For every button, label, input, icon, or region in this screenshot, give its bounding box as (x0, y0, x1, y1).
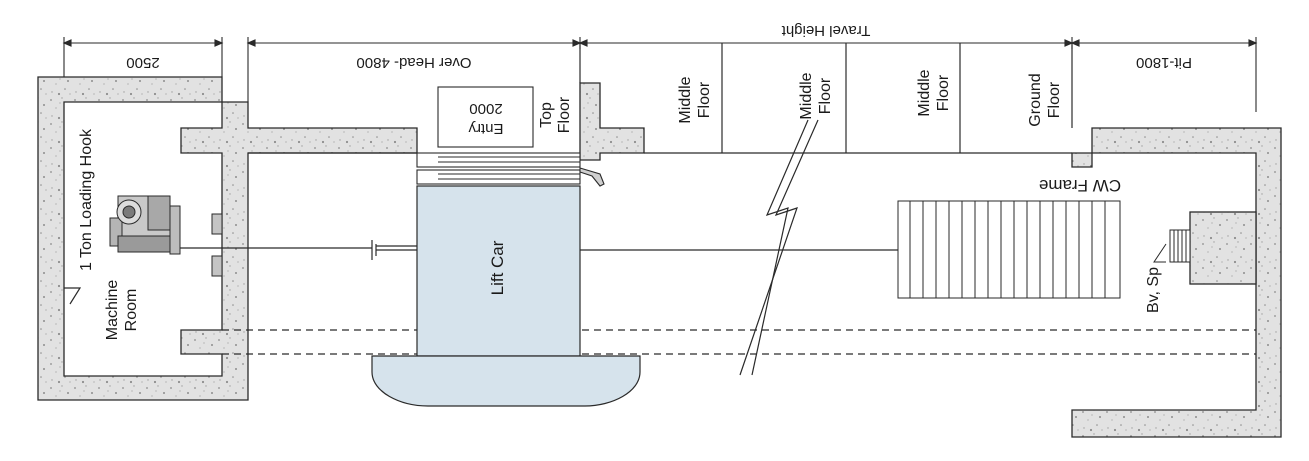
entry-frame (416, 86, 605, 187)
entry-label: Entry (468, 120, 504, 137)
lift-car (371, 185, 641, 407)
counterweight-frame (897, 200, 1121, 299)
labels: 2500 Over Head- 4800 Travel Height Pit-1… (78, 22, 1192, 340)
dim-machine-room: 2500 (126, 54, 159, 71)
lift-car-platform (371, 355, 641, 407)
dimension-lines (62, 37, 1258, 112)
middle-floor-3-label: Middle (916, 69, 933, 116)
shaft-lines (170, 43, 1256, 376)
ground-floor-label-2: Floor (1046, 81, 1063, 118)
concrete-walls (37, 76, 1282, 438)
break-line (751, 119, 809, 376)
lift-car-label: Lift Car (488, 240, 507, 295)
top-floor-slab (579, 82, 645, 161)
middle-floor-2-label: Middle (798, 72, 815, 119)
middle-floor-1-label: Middle (677, 76, 694, 123)
hook-icon (64, 287, 82, 305)
machine-room-label: Machine (104, 280, 121, 341)
dim-pit: Pit-1800 (1136, 54, 1192, 71)
break-line (739, 119, 819, 376)
ground-floor-label: Ground (1027, 73, 1044, 126)
buffer-label: Bv, Sp (1145, 267, 1162, 313)
lift-car-body (416, 185, 581, 357)
cw-frame-label: CW Frame (1039, 176, 1121, 195)
middle-floor-3-label-2: Floor (935, 74, 952, 111)
machine-room-label-2: Room (123, 289, 140, 332)
entry-height: 2000 (469, 100, 502, 117)
middle-floor-2-label-2: Floor (817, 77, 834, 114)
loading-hook-label: 1 Ton Loading Hook (78, 128, 95, 271)
dim-over-head: Over Head- 4800 (356, 54, 471, 71)
traction-machine (109, 195, 223, 277)
buffer-pedestal (1189, 211, 1257, 285)
middle-floor-1-label-2: Floor (696, 81, 713, 118)
pit-wall (1071, 127, 1282, 438)
dim-travel-height: Travel Height (781, 22, 870, 39)
buffer-spring (1153, 229, 1191, 263)
top-floor-label: Top (538, 102, 555, 128)
top-floor-label-2: Floor (556, 96, 573, 133)
